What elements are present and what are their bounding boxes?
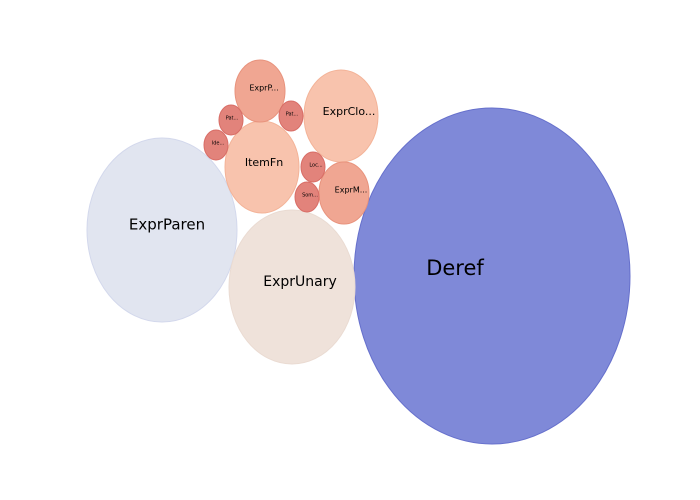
bubble-label-ide-9: Ide... — [212, 141, 225, 147]
bubble-label-loc-10: Loc... — [309, 163, 323, 169]
bubble-label-exprunary-2: ExprUnary — [263, 274, 337, 290]
bubble-label-exprclo-4: ExprClo... — [323, 105, 376, 118]
bubble-label-exprp-5: ExprP... — [249, 84, 278, 93]
bubble-loc-10 — [300, 151, 326, 183]
bubble-label-deref-0: Deref — [426, 256, 484, 280]
bubble-label-itemfn-3: ItemFn — [245, 156, 283, 169]
bubble-label-som-11: Som... — [302, 193, 318, 199]
bubble-pat-7 — [218, 104, 244, 136]
bubble-label-pat-8: Pat... — [286, 112, 299, 118]
bubble-label-exprparen-1: ExprParen — [129, 216, 205, 234]
bubble-ide-9 — [203, 129, 229, 161]
bubble-deref-0 — [353, 107, 631, 445]
bubble-exprp-5 — [234, 59, 286, 123]
bubble-label-pat-7: Pat... — [226, 116, 239, 122]
bubble-exprunary-2 — [228, 209, 356, 365]
bubble-pat-8 — [278, 100, 304, 132]
bubble-label-exprm-6: ExprM... — [335, 186, 368, 195]
bubble-exprparen-1 — [86, 137, 238, 323]
bubble-som-11 — [294, 181, 320, 213]
